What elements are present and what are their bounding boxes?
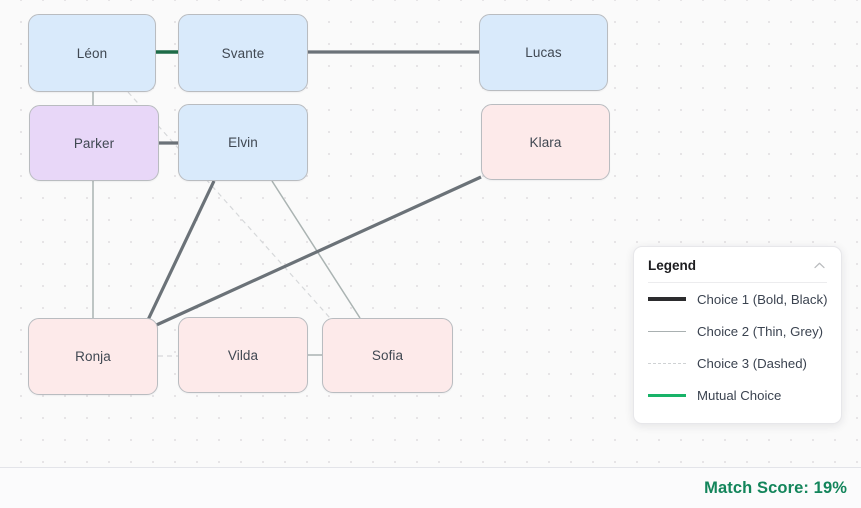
chevron-up-icon[interactable] <box>812 258 827 273</box>
legend-item-label: Choice 2 (Thin, Grey) <box>697 323 824 339</box>
graph-node-label: Lucas <box>525 45 562 60</box>
graph-edge-klara-ronja[interactable] <box>151 175 482 329</box>
legend-title: Legend <box>648 258 697 273</box>
graph-node-lucas[interactable]: Lucas <box>479 14 608 91</box>
legend-item-label: Mutual Choice <box>697 387 782 403</box>
graph-node-label: Svante <box>221 45 265 61</box>
legend-swatch-dashed-icon <box>648 362 686 364</box>
graph-edge-elvin-sofia[interactable] <box>271 180 361 319</box>
graph-node-label: Klara <box>529 134 562 150</box>
graph-node-parker[interactable]: Parker <box>29 105 159 181</box>
legend-panel[interactable]: Legend Choice 1 (Bold, Black) Choice 2 (T… <box>633 246 842 424</box>
graph-node-label: Parker <box>73 135 115 151</box>
graph-node-vilda[interactable]: Vilda <box>178 317 308 393</box>
graph-node-label: Sofia <box>371 348 404 363</box>
graph-node-elvin[interactable]: Elvin <box>178 104 308 181</box>
legend-item-label: Choice 3 (Dashed) <box>697 355 807 371</box>
graph-node-ronja[interactable]: Ronja <box>28 318 158 395</box>
legend-swatch-green-icon <box>648 393 686 397</box>
match-score-label: Match Score: 19% <box>704 478 847 497</box>
graph-node-leon[interactable]: Léon <box>28 14 156 92</box>
legend-item-bold[interactable]: Choice 1 (Bold, Black) <box>648 283 827 315</box>
graph-node-label: Vilda <box>227 347 259 363</box>
graph-node-label: Elvin <box>228 135 258 150</box>
graph-node-label: Léon <box>76 45 108 61</box>
graph-edge-elvin-ronja[interactable] <box>145 180 216 323</box>
graph-node-sofia[interactable]: Sofia <box>322 318 453 393</box>
legend-item-label: Choice 1 (Bold, Black) <box>697 291 828 307</box>
graph-node-klara[interactable]: Klara <box>481 104 610 180</box>
legend-item-dashed[interactable]: Choice 3 (Dashed) <box>648 347 827 379</box>
legend-swatch-thin-icon <box>648 330 686 332</box>
legend-item-green[interactable]: Mutual Choice <box>648 379 827 411</box>
legend-item-list: Choice 1 (Bold, Black) Choice 2 (Thin, Gr… <box>648 283 827 411</box>
graph-node-label: Ronja <box>75 349 111 364</box>
legend-swatch-bold-icon <box>648 297 686 301</box>
legend-item-thin[interactable]: Choice 2 (Thin, Grey) <box>648 315 827 347</box>
graph-node-svante[interactable]: Svante <box>178 14 308 92</box>
status-bar: Match Score: 19% <box>0 467 861 508</box>
legend-header[interactable]: Legend <box>648 258 827 283</box>
